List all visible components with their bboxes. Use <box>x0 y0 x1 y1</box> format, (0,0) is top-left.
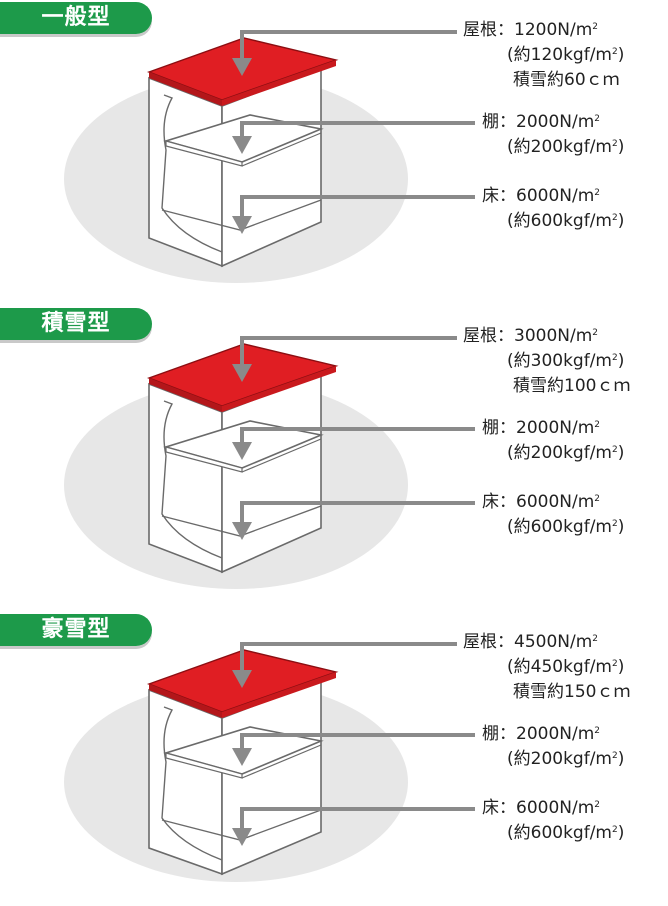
shelf-annotation: 棚：2000N/m2 (約200kgf/m2) <box>482 418 625 463</box>
badge-label: 豪雪型 <box>41 617 111 642</box>
floor-annotation: 床：6000N/m2 (約600kgf/m2) <box>482 492 625 537</box>
cabinet-front <box>148 76 223 268</box>
cabinet-diagram <box>64 336 475 589</box>
type-badge: 積雪型 <box>0 308 152 340</box>
roof-arrow <box>240 336 457 366</box>
floor-arrow <box>240 195 475 218</box>
roof-front <box>149 378 222 412</box>
shelf-annotation: 棚：2000N/m2 (約200kgf/m2) <box>482 724 625 769</box>
roof-front <box>149 684 222 718</box>
floor-annotation: 床：6000N/m2 (約600kgf/m2) <box>482 798 625 843</box>
roof-side <box>222 60 336 106</box>
roof-annotation: 屋根：4500N/m2 (約450kgf/m2) 積雪約150ｃｍ <box>463 632 631 702</box>
type-badge: 一般型 <box>0 2 152 34</box>
cabinet-front <box>148 382 223 574</box>
floor-arrow <box>240 807 475 830</box>
roof-side <box>222 672 336 718</box>
roof-arrow <box>240 642 457 672</box>
roof-front <box>149 72 222 106</box>
roof-arrow <box>240 30 457 60</box>
cabinet-diagram <box>64 642 475 882</box>
badge-label: 一般型 <box>41 5 111 30</box>
section-general: 一般型 屋根：1200N/m2 (約120kgf/m2) 積雪約60ｃｍ 棚：2… <box>0 0 668 294</box>
roof-annotation: 屋根：3000N/m2 (約300kgf/m2) 積雪約100ｃｍ <box>463 326 631 396</box>
inner-cut <box>161 706 223 861</box>
section-snow: 積雪型 屋根：3000N/m2 (約300kgf/m2) 積雪約100ｃｍ 棚：… <box>0 306 668 600</box>
shelf-arrow <box>240 121 475 138</box>
roof-annotation: 屋根：1200N/m2 (約120kgf/m2) 積雪約60ｃｍ <box>463 20 625 90</box>
cabinet-diagram <box>64 30 475 283</box>
inner-cut <box>161 400 223 559</box>
inner-cut <box>161 94 223 253</box>
floor-arrow <box>240 501 475 524</box>
shelf-arrow <box>240 733 475 750</box>
type-badge: 豪雪型 <box>0 614 152 646</box>
roof-side <box>222 366 336 412</box>
cabinet-front <box>148 688 223 876</box>
section-heavy-snow: 豪雪型 屋根：4500N/m2 (約450kgf/m2) 積雪約150ｃｍ 棚：… <box>0 612 668 906</box>
shelf-annotation: 棚：2000N/m2 (約200kgf/m2) <box>482 112 625 157</box>
shelf-arrow <box>240 427 475 444</box>
badge-label: 積雪型 <box>41 311 111 336</box>
floor-annotation: 床：6000N/m2 (約600kgf/m2) <box>482 186 625 231</box>
